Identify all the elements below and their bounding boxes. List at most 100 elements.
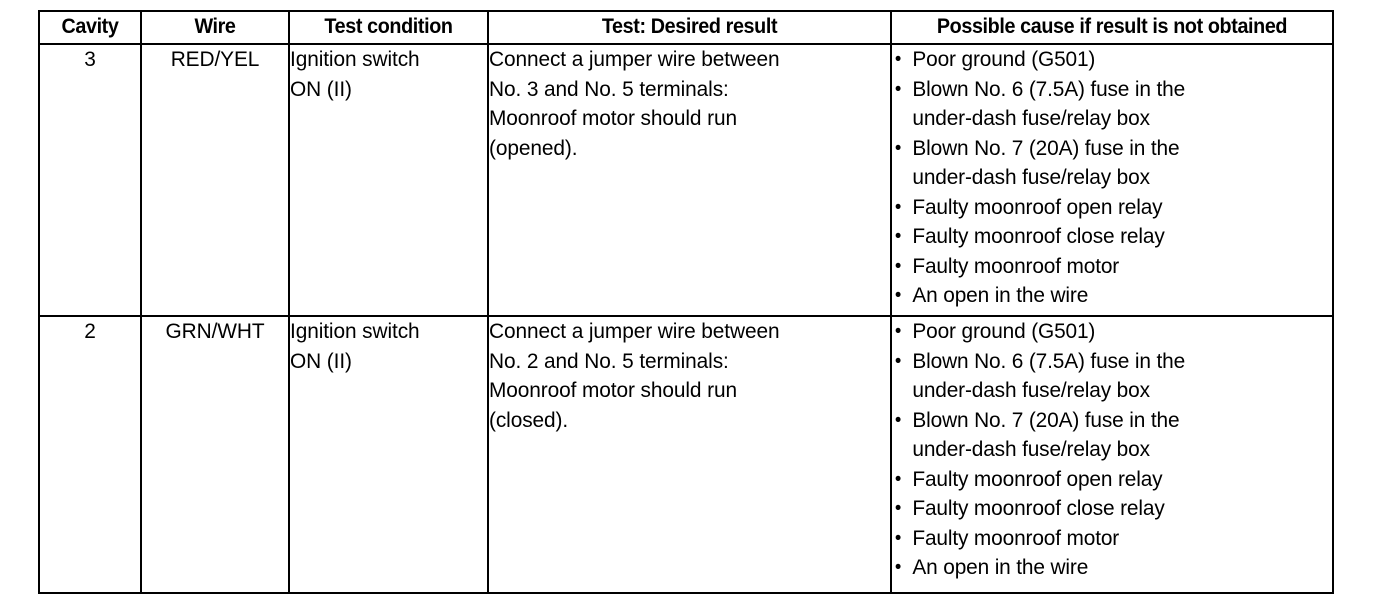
list-item: • Blown No. 6 (7.5A) fuse in the under-d… bbox=[892, 347, 1319, 406]
bullet-icon: • bbox=[894, 78, 902, 100]
list-item: • An open in the wire bbox=[892, 281, 1319, 311]
cause-text: Blown No. 7 (20A) fuse in the under-dash… bbox=[912, 406, 1318, 465]
cause-line: under-dash fuse/relay box bbox=[912, 106, 1150, 130]
test-result-line: Connect a jumper wire between bbox=[489, 319, 780, 343]
column-header-wire-label: Wire bbox=[194, 15, 236, 38]
cell-test-desired-result: Connect a jumper wire between No. 2 and … bbox=[487, 315, 892, 594]
cause-line: Faulty moonroof motor bbox=[912, 525, 1120, 550]
cause-text: Blown No. 6 (7.5A) fuse in the under-das… bbox=[912, 347, 1318, 406]
cause-text: An open in the wire bbox=[912, 553, 1318, 583]
bullet-icon: • bbox=[894, 557, 902, 578]
list-item: • An open in the wire bbox=[892, 553, 1319, 583]
cause-line: Poor ground (G501) bbox=[912, 319, 1096, 343]
cause-line: Faulty moonroof close relay bbox=[912, 496, 1165, 520]
cause-line: Faulty moonroof open relay bbox=[912, 466, 1163, 491]
list-item: • Poor ground (G501) bbox=[892, 45, 1319, 75]
cell-test-condition: Ignition switch ON (II) bbox=[288, 315, 489, 594]
cause-text: Faulty moonroof open relay bbox=[912, 465, 1318, 495]
column-header-test-desired-result-label: Test: Desired result bbox=[601, 15, 778, 38]
bullet-icon: • bbox=[894, 321, 902, 342]
cell-cavity: 2 bbox=[38, 315, 142, 594]
column-header-cavity: Cavity bbox=[38, 10, 142, 45]
bullet-icon: • bbox=[894, 196, 902, 218]
test-result-line: (closed). bbox=[489, 407, 569, 432]
cell-test-desired-result: Connect a jumper wire between No. 3 and … bbox=[487, 43, 892, 317]
test-condition-text: Ignition switch ON (II) bbox=[290, 317, 481, 376]
cause-text: Poor ground (G501) bbox=[912, 317, 1318, 347]
list-item: • Blown No. 7 (20A) fuse in the under-da… bbox=[892, 134, 1319, 193]
cause-text: Faulty moonroof motor bbox=[912, 252, 1318, 282]
bullet-icon: • bbox=[894, 527, 902, 549]
cell-cavity: 3 bbox=[38, 43, 142, 317]
cause-line: under-dash fuse/relay box bbox=[912, 165, 1150, 189]
wire-value: GRN/WHT bbox=[165, 319, 265, 343]
column-header-test-condition: Test condition bbox=[288, 10, 489, 45]
test-result-line: (opened). bbox=[489, 135, 578, 160]
possible-cause-list: • Poor ground (G501) • Blown No. 6 (7.5A… bbox=[892, 317, 1319, 583]
list-item: • Blown No. 6 (7.5A) fuse in the under-d… bbox=[892, 75, 1319, 134]
cause-line: Poor ground (G501) bbox=[912, 47, 1096, 71]
test-desired-result-text: Connect a jumper wire between No. 3 and … bbox=[489, 45, 878, 163]
cavity-value: 2 bbox=[84, 319, 96, 343]
cause-text: Faulty moonroof motor bbox=[912, 524, 1318, 554]
cause-line: Blown No. 6 (7.5A) fuse in the bbox=[912, 348, 1186, 373]
bullet-icon: • bbox=[894, 468, 902, 490]
bullet-icon: • bbox=[894, 49, 902, 70]
bullet-icon: • bbox=[894, 409, 902, 431]
cause-line: under-dash fuse/relay box bbox=[912, 437, 1150, 461]
cause-line: Blown No. 7 (20A) fuse in the bbox=[912, 135, 1180, 160]
test-result-line: Moonroof motor should run bbox=[489, 378, 737, 402]
cause-text: Faulty moonroof close relay bbox=[912, 494, 1318, 524]
bullet-icon: • bbox=[894, 498, 902, 519]
list-item: • Blown No. 7 (20A) fuse in the under-da… bbox=[892, 406, 1319, 465]
list-item: • Faulty moonroof motor bbox=[892, 524, 1319, 554]
cause-text: Faulty moonroof open relay bbox=[912, 193, 1318, 223]
bullet-icon: • bbox=[894, 137, 902, 159]
list-item: • Faulty moonroof open relay bbox=[892, 465, 1319, 495]
test-result-line: No. 2 and No. 5 terminals: bbox=[489, 348, 729, 373]
list-item: • Faulty moonroof open relay bbox=[892, 193, 1319, 223]
list-item: • Poor ground (G501) bbox=[892, 317, 1319, 347]
list-item: • Faulty moonroof close relay bbox=[892, 494, 1319, 524]
cell-test-condition: Ignition switch ON (II) bbox=[288, 43, 489, 317]
cause-line: Faulty moonroof close relay bbox=[912, 224, 1165, 248]
wire-value: RED/YEL bbox=[170, 47, 260, 71]
cause-line: Faulty moonroof open relay bbox=[912, 194, 1163, 219]
test-condition-text: Ignition switch ON (II) bbox=[290, 45, 481, 104]
cause-text: An open in the wire bbox=[912, 281, 1318, 311]
bullet-icon: • bbox=[894, 285, 902, 306]
possible-cause-list: • Poor ground (G501) • Blown No. 6 (7.5A… bbox=[892, 45, 1319, 311]
bullet-icon: • bbox=[894, 255, 902, 277]
cause-line: Blown No. 6 (7.5A) fuse in the bbox=[912, 76, 1186, 101]
cause-text: Blown No. 7 (20A) fuse in the under-dash… bbox=[912, 134, 1318, 193]
cause-text: Blown No. 6 (7.5A) fuse in the under-das… bbox=[912, 75, 1318, 134]
list-item: • Faulty moonroof close relay bbox=[892, 222, 1319, 252]
test-result-line: No. 3 and No. 5 terminals: bbox=[489, 76, 729, 101]
test-condition-line: Ignition switch bbox=[290, 319, 420, 343]
column-header-test-desired-result: Test: Desired result bbox=[487, 10, 892, 45]
list-item: • Faulty moonroof motor bbox=[892, 252, 1319, 282]
column-header-wire: Wire bbox=[140, 10, 290, 45]
column-header-test-condition-label: Test condition bbox=[324, 15, 453, 38]
column-header-possible-cause: Possible cause if result is not obtained bbox=[890, 10, 1334, 45]
cause-line: An open in the wire bbox=[912, 555, 1089, 579]
test-result-line: Connect a jumper wire between bbox=[489, 47, 780, 71]
test-desired-result-text: Connect a jumper wire between No. 2 and … bbox=[489, 317, 878, 435]
test-condition-line: ON (II) bbox=[290, 348, 352, 373]
test-condition-line: ON (II) bbox=[290, 76, 352, 101]
test-result-line: Moonroof motor should run bbox=[489, 106, 737, 130]
cause-text: Faulty moonroof close relay bbox=[912, 222, 1318, 252]
cell-possible-cause: • Poor ground (G501) • Blown No. 6 (7.5A… bbox=[890, 43, 1334, 317]
table-row: 2 GRN/WHT Ignition switch ON (II) Connec… bbox=[38, 315, 1334, 594]
cause-line: under-dash fuse/relay box bbox=[912, 378, 1150, 402]
cause-text: Poor ground (G501) bbox=[912, 45, 1318, 75]
column-header-possible-cause-label: Possible cause if result is not obtained bbox=[936, 15, 1288, 38]
cause-line: Faulty moonroof motor bbox=[912, 253, 1120, 278]
cell-wire: GRN/WHT bbox=[140, 315, 290, 594]
bullet-icon: • bbox=[894, 350, 902, 372]
table-row: 3 RED/YEL Ignition switch ON (II) Connec… bbox=[38, 43, 1334, 317]
cell-possible-cause: • Poor ground (G501) • Blown No. 6 (7.5A… bbox=[890, 315, 1334, 594]
test-condition-line: Ignition switch bbox=[290, 47, 420, 71]
table-header-row: Cavity Wire Test condition Test: Desired… bbox=[38, 10, 1334, 45]
